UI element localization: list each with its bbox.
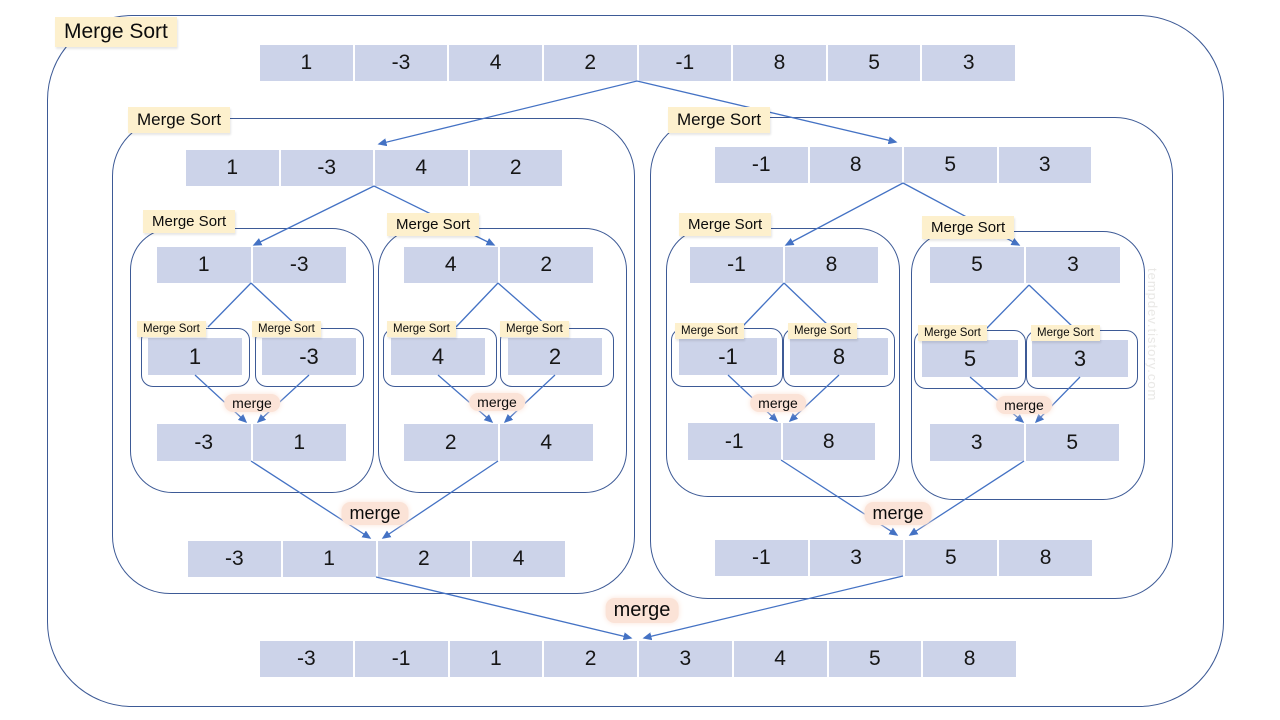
array-cell: -1 [715,540,808,576]
merge-sort-label-single-4: Merge Sort [500,321,569,337]
array-cell: 3 [930,424,1024,461]
array-cell: 2 [375,541,471,577]
merge-sort-label-single-8: Merge Sort [1031,325,1100,341]
array-cell: 3 [1024,247,1120,283]
array-cell: 2 [467,150,562,186]
container-right-half [650,117,1173,599]
array-cell: -3 [260,641,353,677]
merge-label-left-right: merge [469,393,525,411]
container-left-right [378,228,627,493]
single-cell-4: 2 [508,338,602,375]
merge-sort-label-single-5: Merge Sort [675,323,744,339]
array-cell: 1 [280,541,376,577]
merge-sort-label-left-half: Merge Sort [128,107,231,133]
array-cell: 1 [186,150,279,186]
merge-sort-label-single-3: Merge Sort [387,321,456,337]
array-cell: -3 [157,424,251,461]
single-cell-3: 4 [391,338,485,375]
array-cell: -1 [690,247,783,283]
array-cell: 8 [731,45,826,81]
array-cell: 5 [902,540,998,576]
array-cell: 5 [1023,424,1119,461]
single-cell-6: 8 [790,338,888,375]
array-cell: 1 [260,45,353,81]
array-cell: 4 [731,641,827,677]
array-cell: 1 [250,424,346,461]
container-root [47,15,1224,707]
array-cell: 4 [497,424,593,461]
array-cell: 5 [902,147,997,183]
array-cell: 4 [373,150,468,186]
array-cell: 2 [404,424,498,461]
array-cell: 5 [930,247,1024,283]
array-cell: 5 [826,641,922,677]
array-cell: -1 [352,641,448,677]
merge-sort-label-right-left: Merge Sort [679,213,772,236]
single-cell-5: -1 [679,338,777,375]
container-left-half [112,118,635,594]
array-cell: -1 [688,423,781,460]
container-right-right [911,231,1145,500]
merge-sort-label-single-1: Merge Sort [137,321,206,337]
array-cell: 8 [997,540,1092,576]
merge-sort-label-single-2: Merge Sort [252,321,321,337]
array-cell: 5 [825,45,921,81]
single-cell-2: -3 [262,338,356,375]
array-cell: -3 [250,247,346,283]
merge-sort-label-left-right: Merge Sort [387,213,480,236]
array-cell: 3 [807,540,903,576]
array-cell: -1 [636,45,732,81]
array-cell: 3 [637,641,732,677]
array-cell: -1 [715,147,808,183]
array-left-left: 1-3 [157,247,346,283]
array-cell: 8 [921,641,1016,677]
array-cell: 3 [920,45,1015,81]
merge-sort-label-right-half: Merge Sort [668,107,771,133]
merge-sort-label-root: Merge Sort [55,17,177,47]
array-cell: 4 [447,45,542,81]
array-cell: 8 [807,147,902,183]
merge-label-final: merge [605,598,679,623]
array-cell: -3 [188,541,281,577]
array-cell: 2 [497,247,593,283]
merge-label-left: merge [341,502,409,525]
single-cell-7: 5 [922,340,1018,377]
array-cell: -3 [352,45,448,81]
array-cell: 2 [542,641,637,677]
array-cell: 1 [157,247,251,283]
single-cell-1: 1 [148,338,242,375]
array-cell: 8 [780,423,875,460]
array-cell: -3 [278,150,373,186]
array-cell: 4 [470,541,565,577]
single-cell-8: 3 [1032,340,1128,377]
merge-label-left-left: merge [224,394,280,412]
array-cell: 1 [447,641,543,677]
merge-sort-label-single-7: Merge Sort [918,325,987,341]
merge-label-right: merge [864,502,932,525]
array-cell: 4 [404,247,498,283]
merge-sort-label-single-6: Merge Sort [788,323,857,339]
merge-label-right-left: merge [750,394,806,412]
array-cell: 8 [783,247,878,283]
array-cell: 2 [541,45,637,81]
array-cell: 3 [996,147,1091,183]
merge-sort-label-right-right: Merge Sort [922,216,1015,239]
merge-label-right-right: merge [996,396,1052,414]
merge-sort-label-left-left: Merge Sort [143,210,236,233]
